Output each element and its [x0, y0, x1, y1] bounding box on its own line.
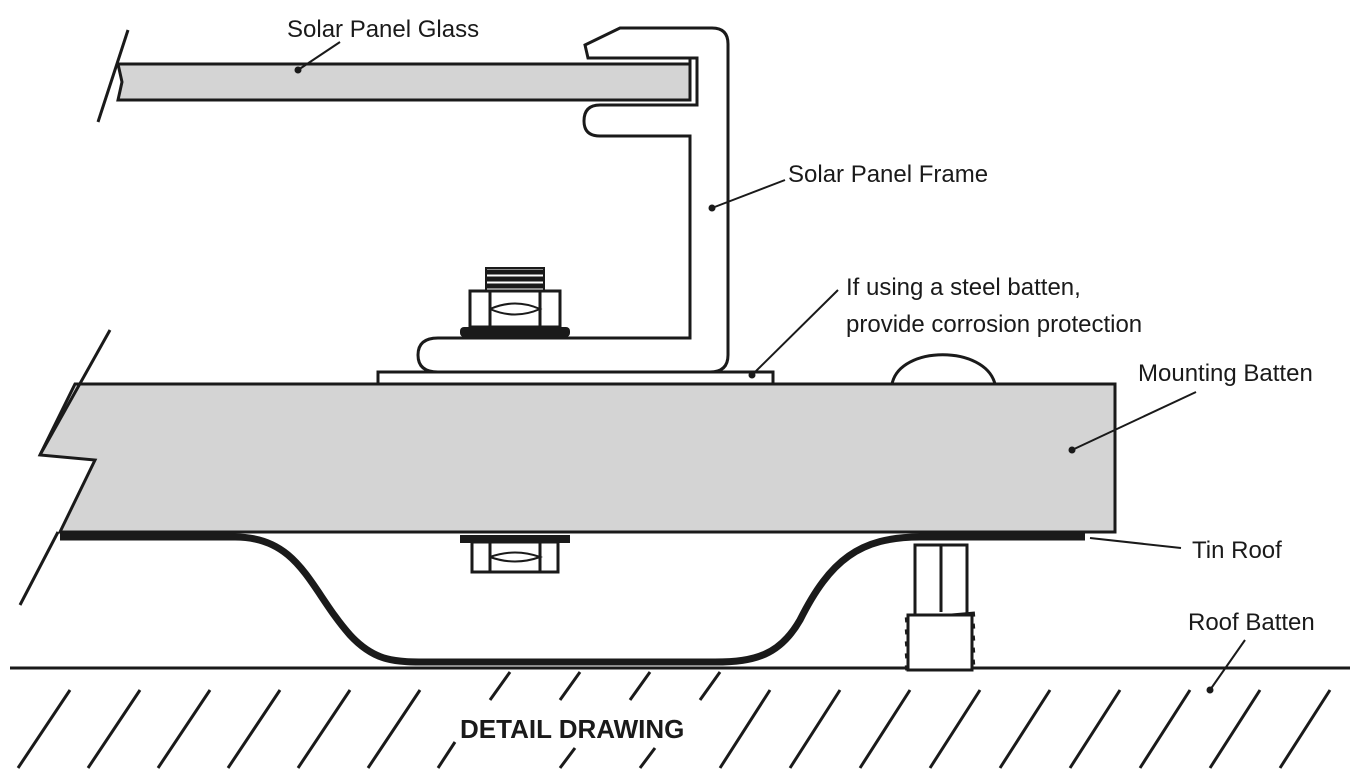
label-tin-roof: Tin Roof	[1192, 537, 1282, 564]
leader-mounting-batten	[1071, 391, 1197, 451]
leader-frame-dot	[708, 204, 716, 212]
screw-head	[890, 353, 997, 386]
leader-glass-dot	[294, 66, 302, 74]
label-roof-batten: Roof Batten	[1188, 609, 1315, 636]
leader-roof-batten	[1209, 639, 1246, 691]
lower-nut	[460, 535, 570, 574]
label-solar-panel-frame: Solar Panel Frame	[788, 161, 988, 188]
leader-frame	[711, 179, 786, 209]
label-steel-batten-note-line1: If using a steel batten,	[846, 274, 1081, 301]
leader-roof-batten-dot	[1206, 686, 1214, 694]
leader-tin-roof	[1089, 537, 1182, 549]
bolt-and-nut	[460, 267, 570, 337]
solar-panel-frame[interactable]	[416, 26, 730, 374]
roof-screw	[904, 543, 976, 672]
solar-panel-glass	[96, 29, 692, 123]
label-solar-panel-glass: Solar Panel Glass	[287, 16, 479, 43]
label-steel-batten-note-line2: provide corrosion protection	[846, 311, 1142, 338]
corrosion-protection-plate	[376, 370, 775, 386]
tin-roof	[60, 533, 1085, 666]
diagram-title: DETAIL DRAWING	[460, 714, 684, 744]
leader-glass	[297, 41, 341, 71]
leader-mounting-batten-dot	[1068, 446, 1076, 454]
leader-steel-note	[751, 289, 839, 376]
label-mounting-batten: Mounting Batten	[1138, 360, 1313, 387]
roof-batten-hatching	[16, 671, 1332, 769]
leader-steel-note-dot	[748, 371, 756, 379]
leader-lines	[294, 41, 1246, 694]
roof-batten	[10, 666, 1350, 769]
mounting-batten	[18, 329, 1117, 606]
